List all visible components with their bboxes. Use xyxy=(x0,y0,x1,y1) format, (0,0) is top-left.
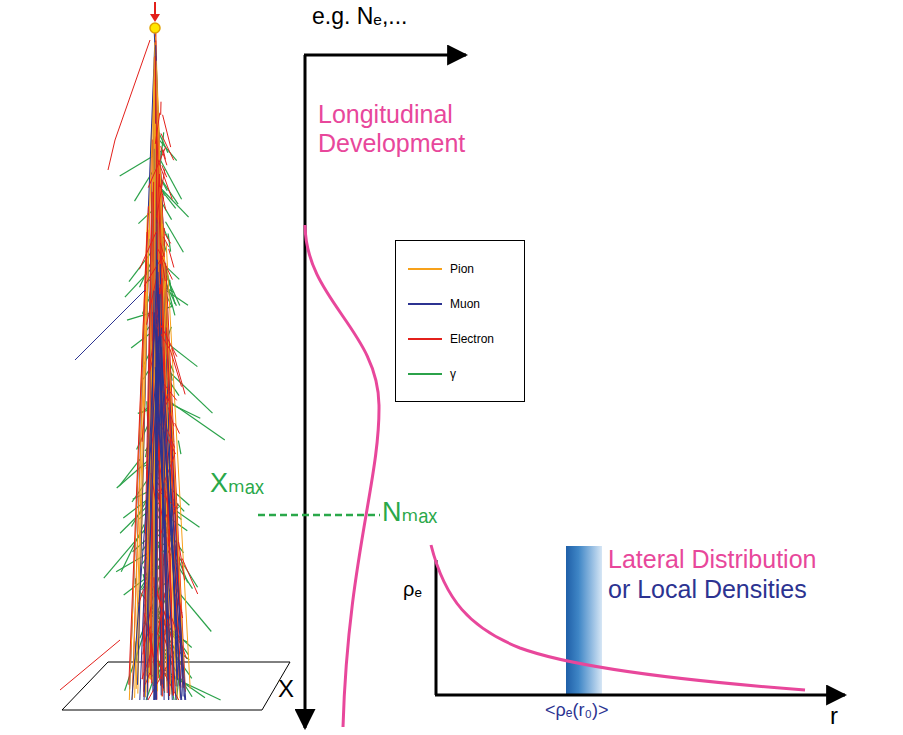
track xyxy=(163,196,166,211)
legend-row: Pion xyxy=(408,251,510,286)
size-axis xyxy=(304,54,466,57)
legend-line-sample xyxy=(408,301,442,307)
legend-row: γ xyxy=(408,356,510,391)
text-label: Xₘₐₓ xyxy=(210,468,264,499)
track xyxy=(155,367,176,700)
track xyxy=(166,222,184,253)
track xyxy=(160,187,189,217)
track xyxy=(159,353,169,700)
legend-box: PionMuonElectron γ xyxy=(395,240,525,402)
track xyxy=(161,146,167,165)
text-label: X xyxy=(278,675,294,703)
track xyxy=(132,336,159,700)
track xyxy=(168,408,174,427)
xmax-dashed-line xyxy=(258,514,380,517)
legend-row: Electron xyxy=(408,321,510,356)
track xyxy=(115,40,150,140)
primary-interaction xyxy=(150,23,160,33)
track xyxy=(156,586,166,630)
legend-text: Muon xyxy=(450,297,480,311)
text-label: Nₘₐₓ xyxy=(382,497,437,528)
text-label: Longitudinal Development xyxy=(318,100,518,158)
legend-text: Electron xyxy=(450,332,494,346)
track xyxy=(182,558,198,594)
track xyxy=(132,292,146,700)
track xyxy=(169,249,174,268)
text-label: e.g. Nₑ,... xyxy=(312,3,407,29)
track xyxy=(175,423,180,434)
track xyxy=(158,360,185,701)
longitudinal-curve xyxy=(305,225,379,727)
legend-row: Muon xyxy=(408,286,510,321)
legend-line-sample xyxy=(408,371,442,377)
depth-axis xyxy=(304,55,307,728)
legend-text: γ xyxy=(450,367,456,381)
density-axis xyxy=(435,560,438,695)
track xyxy=(60,640,120,690)
primary-arrowhead xyxy=(150,14,160,22)
track xyxy=(160,102,161,115)
track xyxy=(157,295,185,700)
legend-text: Pion xyxy=(450,262,474,276)
legend-line-sample xyxy=(408,266,442,272)
track xyxy=(75,290,145,360)
track xyxy=(158,160,172,200)
density-band xyxy=(566,546,602,694)
track xyxy=(163,115,171,147)
track xyxy=(160,538,162,551)
track xyxy=(163,191,164,196)
particle-tracks xyxy=(60,31,225,700)
track xyxy=(178,441,181,455)
track xyxy=(139,232,156,270)
track xyxy=(172,348,185,394)
radius-axis xyxy=(435,694,845,697)
legend-line-sample xyxy=(408,336,442,342)
track xyxy=(140,260,157,700)
track xyxy=(164,384,177,400)
track xyxy=(142,408,145,442)
track xyxy=(155,113,160,144)
text-label: Lateral Distribution xyxy=(608,545,816,574)
track xyxy=(108,140,115,170)
track xyxy=(159,174,160,187)
track xyxy=(157,169,165,217)
track xyxy=(142,649,152,679)
text-label: r xyxy=(830,702,838,730)
track xyxy=(161,133,174,160)
track xyxy=(165,234,171,243)
text-label: or Local Densities xyxy=(608,575,807,604)
text-label: ρₑ xyxy=(403,578,422,601)
text-label: <ρₑ(r₀)> xyxy=(545,700,608,721)
